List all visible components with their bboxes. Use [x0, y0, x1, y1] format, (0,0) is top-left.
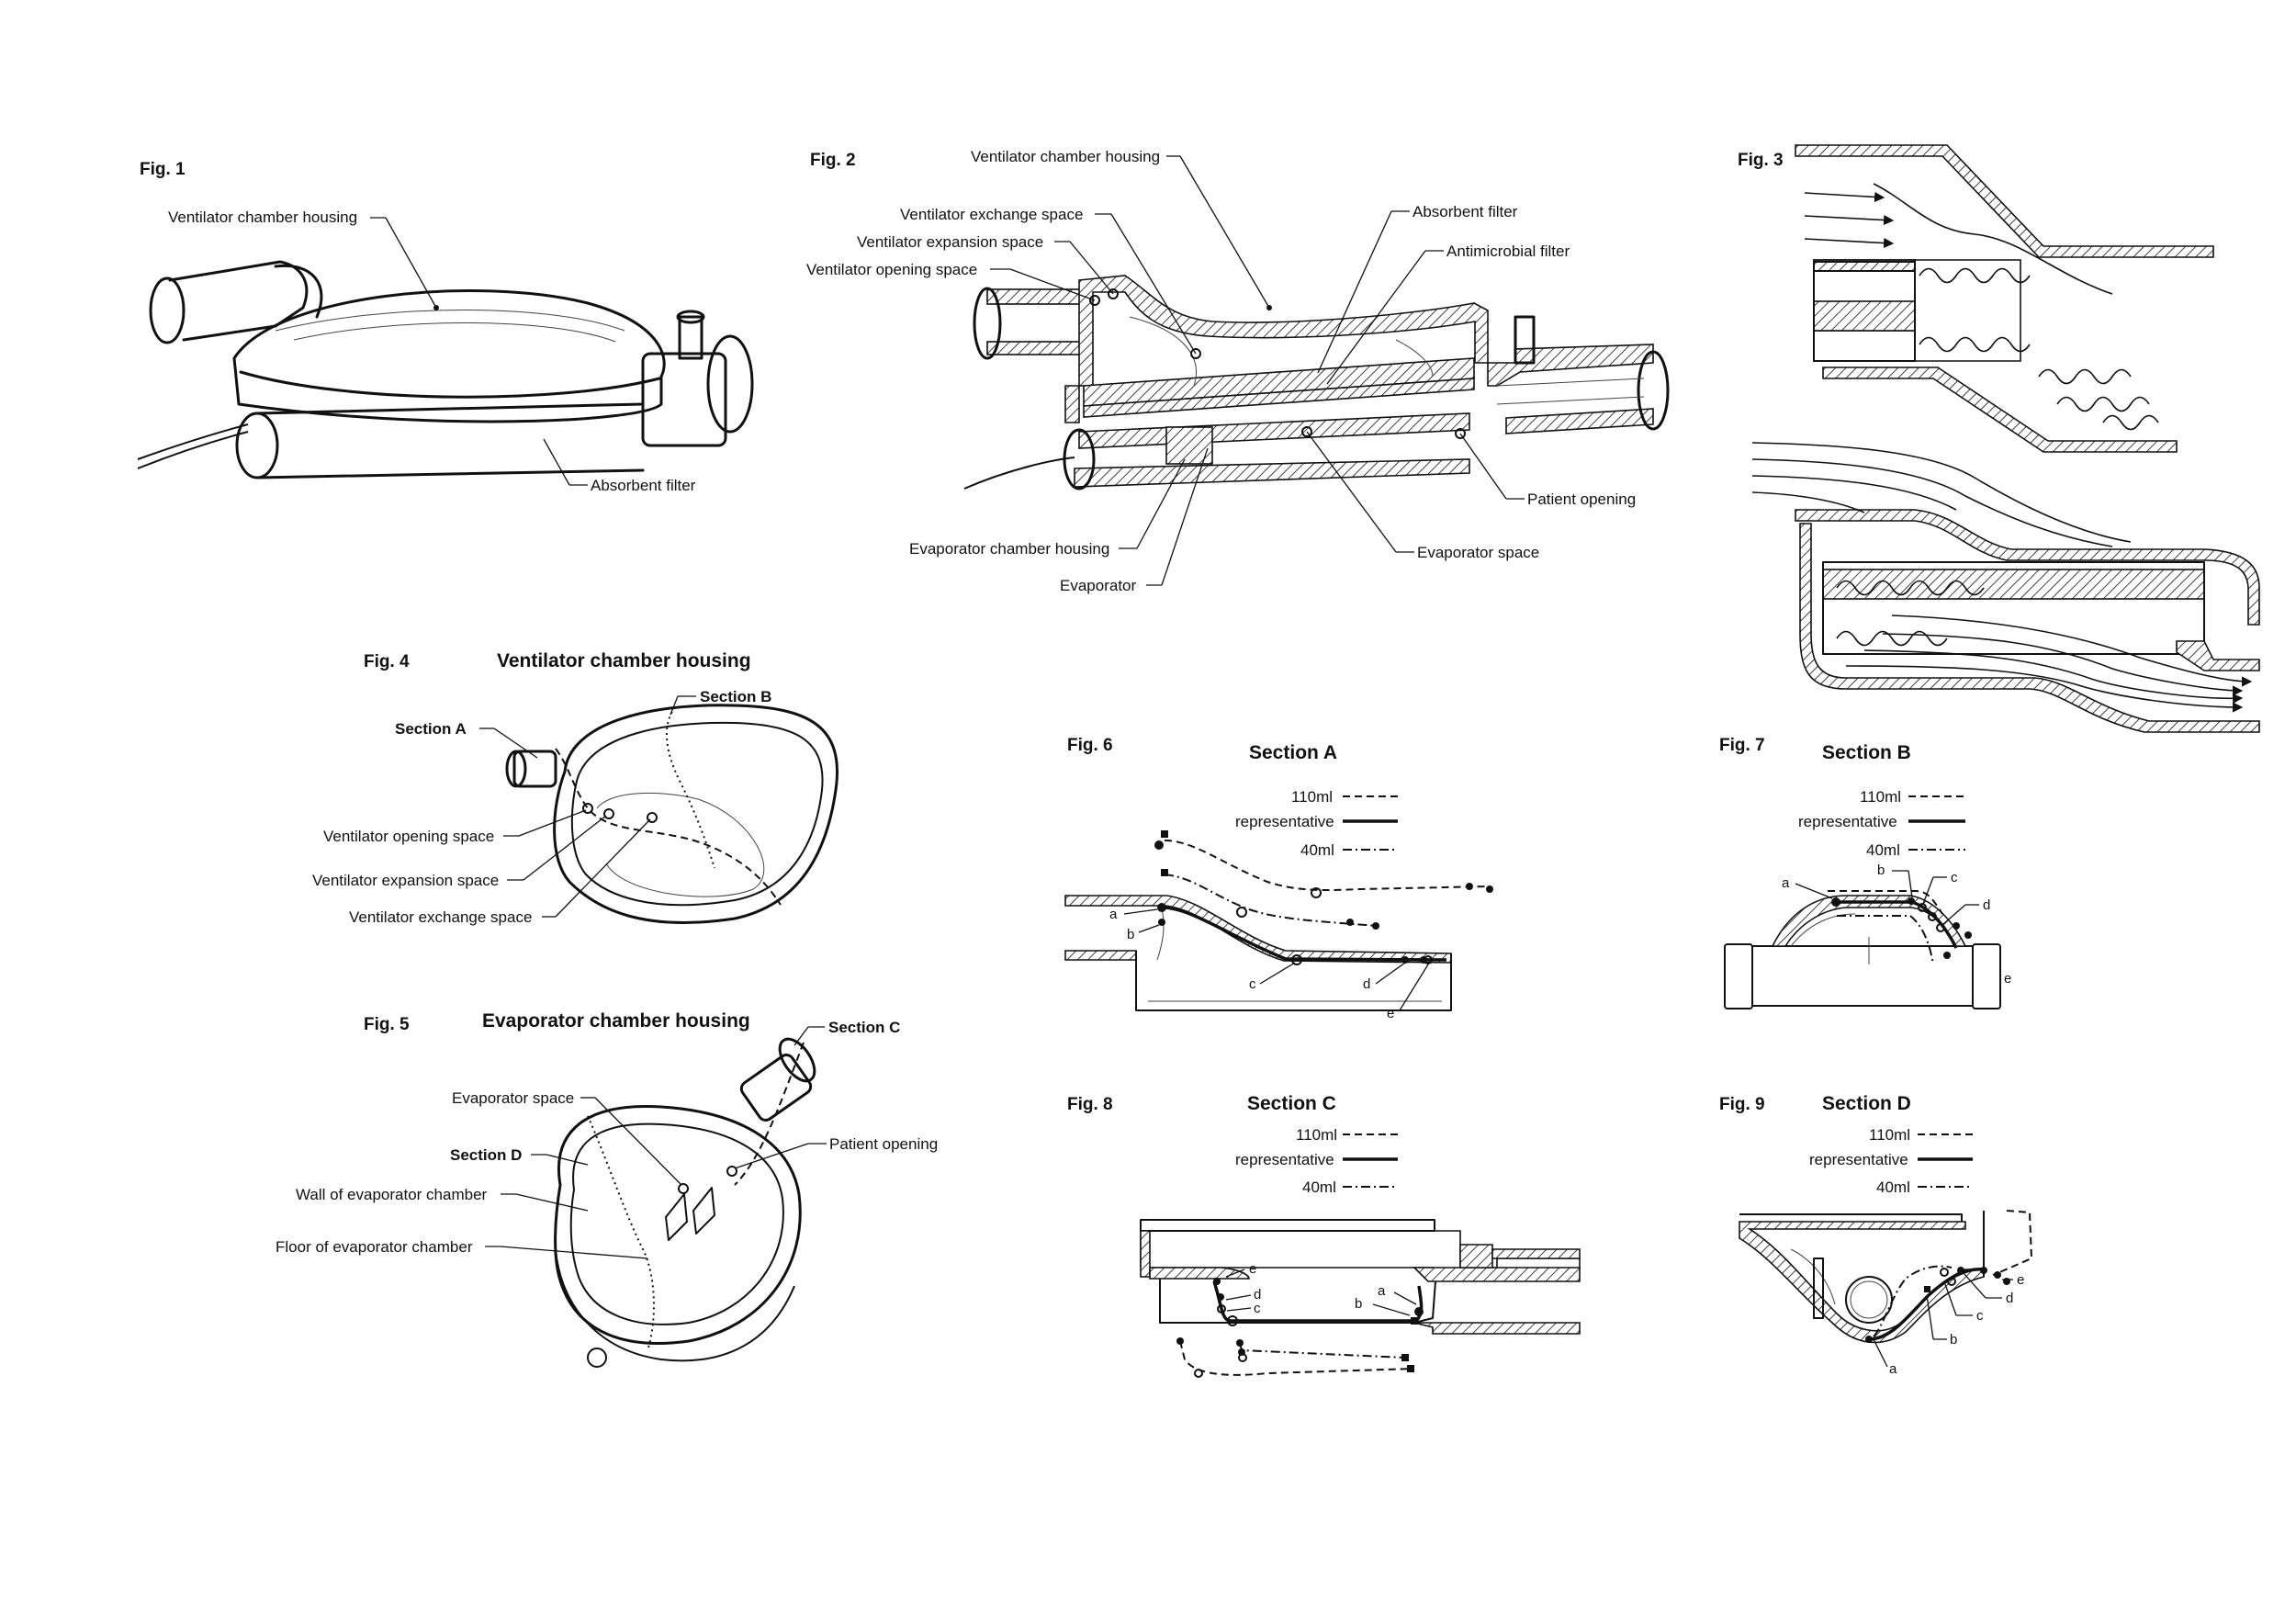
- fig8-point-c: c: [1254, 1301, 1261, 1316]
- fig7-point-c: c: [1951, 870, 1958, 885]
- fig7-legend-representative: representative: [1798, 813, 1897, 830]
- fig9-legend-40ml: 40ml: [1876, 1179, 1910, 1196]
- fig9-point-d: d: [2006, 1291, 2013, 1306]
- fig5-callout-wall-of-evaporator-chamber: Wall of evaporator chamber: [296, 1186, 488, 1203]
- fig9-point-a: a: [1889, 1361, 1897, 1377]
- fig9-legend-representative: representative: [1809, 1151, 1908, 1168]
- fig3-label: Fig. 3: [1738, 151, 1784, 170]
- fig4-callout-section-b: Section B: [700, 688, 771, 705]
- fig3-flow-diagram-upper: [1795, 144, 2214, 453]
- fig8-legend-110ml: 110ml: [1296, 1126, 1337, 1144]
- fig4-title: Ventilator chamber housing: [497, 650, 751, 671]
- fig5-callout-floor-of-evaporator-chamber: Floor of evaporator chamber: [276, 1238, 473, 1256]
- fig6-point-b: b: [1127, 927, 1134, 942]
- fig4-callout-ventilator-expansion-space: Ventilator expansion space: [312, 872, 499, 889]
- fig6-point-c: c: [1249, 976, 1256, 992]
- fig4-housing-drawing: [505, 704, 838, 924]
- figure-9: Fig. 9 Section D 110ml representative 40…: [1719, 1093, 2033, 1377]
- fig6-legend: 110ml representative 40ml: [1235, 788, 1398, 859]
- fig6-point-d: d: [1363, 976, 1370, 992]
- figure-3: Fig. 3: [1738, 144, 2260, 733]
- fig6-legend-110ml: 110ml: [1291, 788, 1333, 806]
- fig7-legend-40ml: 40ml: [1866, 841, 1900, 859]
- fig4-callout-section-a: Section A: [395, 720, 467, 738]
- figure-6: Fig. 6 Section A 110ml representative 40…: [1064, 736, 1493, 1021]
- fig2-callout-antimicrobial-filter: Antimicrobial filter: [1446, 242, 1570, 260]
- fig5-label: Fig. 5: [364, 1015, 410, 1034]
- fig8-point-d: d: [1254, 1287, 1261, 1303]
- fig5-housing-drawing: [554, 1037, 816, 1368]
- fig6-legend-40ml: 40ml: [1300, 841, 1334, 859]
- fig6-point-e: e: [1387, 1006, 1394, 1021]
- fig1-label: Fig. 1: [140, 160, 186, 179]
- fig4-callout-ventilator-opening-space: Ventilator opening space: [323, 828, 494, 845]
- fig2-label: Fig. 2: [810, 151, 856, 170]
- fig9-legend-110ml: 110ml: [1869, 1126, 1910, 1144]
- fig6-point-a: a: [1109, 907, 1118, 922]
- fig9-title: Section D: [1822, 1093, 1911, 1114]
- fig5-callout-section-d: Section D: [450, 1146, 522, 1164]
- fig8-legend: 110ml representative 40ml: [1235, 1126, 1398, 1196]
- figure-4: Fig. 4 Ventilator chamber housing Sectio…: [312, 650, 838, 926]
- fig6-legend-representative: representative: [1235, 813, 1334, 830]
- figure-7: Fig. 7 Section B 110ml representative 40…: [1719, 736, 2011, 1009]
- figure-1: Fig. 1 Ventilator chamber housi: [137, 160, 754, 494]
- fig9-legend: 110ml representative 40ml: [1809, 1126, 1973, 1196]
- fig2-callout-patient-opening: Patient opening: [1527, 491, 1636, 508]
- fig7-legend: 110ml representative 40ml: [1798, 788, 1965, 859]
- fig2-callout-evaporator: Evaporator: [1060, 577, 1136, 594]
- fig7-legend-110ml: 110ml: [1860, 788, 1901, 806]
- fig6-label: Fig. 6: [1067, 736, 1113, 755]
- fig2-callout-evaporator-chamber-housing: Evaporator chamber housing: [909, 540, 1109, 558]
- fig7-label: Fig. 7: [1719, 736, 1765, 755]
- fig2-callout-absorbent-filter: Absorbent filter: [1412, 203, 1518, 220]
- fig1-callout-ventilator-chamber-housing: Ventilator chamber housing: [168, 209, 357, 226]
- fig2-callout-ventilator-opening-space: Ventilator opening space: [806, 261, 977, 278]
- fig2-callout-ventilator-chamber-housing: Ventilator chamber housing: [971, 148, 1160, 165]
- fig4-label: Fig. 4: [364, 652, 410, 671]
- fig7-point-d: d: [1983, 897, 1990, 913]
- fig8-legend-representative: representative: [1235, 1151, 1334, 1168]
- fig1-callout-absorbent-filter: Absorbent filter: [591, 477, 696, 494]
- fig5-title: Evaporator chamber housing: [482, 1010, 750, 1032]
- fig8-point-a: a: [1378, 1283, 1386, 1299]
- fig2-callout-ventilator-exchange-space: Ventilator exchange space: [900, 206, 1083, 223]
- fig5-callout-evaporator-space: Evaporator space: [452, 1089, 574, 1107]
- fig8-label: Fig. 8: [1067, 1095, 1113, 1114]
- fig9-point-c: c: [1976, 1308, 1984, 1324]
- fig2-callout-ventilator-expansion-space: Ventilator expansion space: [857, 233, 1043, 251]
- fig8-point-b: b: [1355, 1296, 1362, 1312]
- fig3-flow-diagram-lower: [1751, 442, 2260, 733]
- fig7-section-drawing: [1724, 890, 2001, 1009]
- fig9-point-b: b: [1950, 1332, 1957, 1348]
- fig5-callout-patient-opening: Patient opening: [829, 1135, 938, 1153]
- fig7-point-a: a: [1782, 875, 1790, 891]
- fig1-device-drawing: [137, 260, 754, 479]
- fig6-title: Section A: [1249, 742, 1337, 763]
- figure-8: Fig. 8 Section C 110ml representative 40…: [1067, 1093, 1581, 1378]
- fig9-point-e: e: [2017, 1272, 2024, 1288]
- fig7-point-b: b: [1877, 863, 1885, 878]
- fig2-callout-evaporator-space: Evaporator space: [1417, 544, 1539, 561]
- fig6-section-drawing: [1064, 830, 1493, 1011]
- fig4-callout-ventilator-exchange-space: Ventilator exchange space: [349, 908, 532, 926]
- figure-5: Fig. 5 Evaporator chamber housing Sectio…: [276, 1010, 938, 1368]
- fig7-point-e: e: [2004, 971, 2011, 987]
- fig7-title: Section B: [1822, 742, 1911, 763]
- fig9-label: Fig. 9: [1719, 1095, 1765, 1114]
- figure-2: Fig. 2: [806, 148, 1670, 594]
- fig5-callout-section-c: Section C: [828, 1019, 900, 1036]
- fig8-point-e: e: [1249, 1261, 1256, 1277]
- fig2-cross-section-drawing: [963, 275, 1670, 491]
- fig8-section-drawing: [1140, 1219, 1581, 1378]
- fig8-legend-40ml: 40ml: [1302, 1179, 1336, 1196]
- fig9-section-drawing: [1739, 1210, 2033, 1344]
- fig8-title: Section C: [1247, 1093, 1336, 1114]
